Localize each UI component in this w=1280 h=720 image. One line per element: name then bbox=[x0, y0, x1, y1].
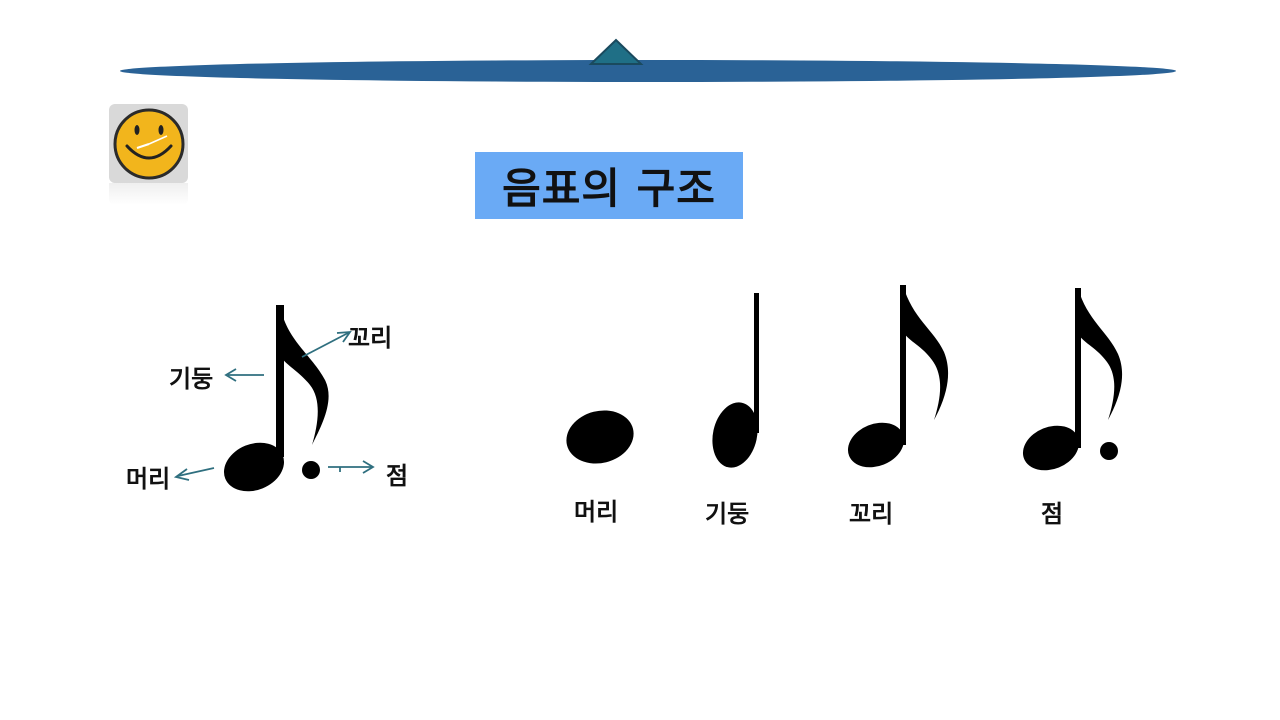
smiley-clock-icon bbox=[113, 108, 185, 180]
label-head: 머리 bbox=[126, 465, 171, 493]
label-stem: 기둥 bbox=[169, 365, 214, 393]
arrow-flag bbox=[301, 332, 349, 358]
anatomy-flag bbox=[280, 305, 329, 445]
progression-label-stem: 기둥 bbox=[705, 500, 750, 528]
progression-head-stem-flag bbox=[847, 285, 949, 468]
note-anatomy-diagram bbox=[173, 305, 375, 492]
progression-head-stem bbox=[712, 293, 759, 468]
anatomy-head bbox=[223, 442, 285, 492]
label-flag: 꼬리 bbox=[348, 324, 393, 352]
banner-triangle-icon bbox=[588, 38, 644, 65]
smiley-clock-tile bbox=[109, 104, 188, 183]
progression-label-dot: 점 bbox=[1041, 500, 1064, 528]
anatomy-dot bbox=[302, 461, 320, 479]
anatomy-stem bbox=[276, 305, 284, 457]
note-progression bbox=[566, 285, 1123, 471]
progression-head-only bbox=[566, 410, 634, 464]
progression-label-flag: 꼬리 bbox=[849, 500, 894, 528]
banner-decoration bbox=[120, 38, 1176, 82]
arrow-head bbox=[177, 467, 215, 477]
banner-bar bbox=[120, 60, 1176, 82]
title-box: 음표의 구조 bbox=[475, 152, 743, 219]
clock-reflection bbox=[109, 183, 188, 205]
progression-label-head: 머리 bbox=[574, 498, 619, 526]
label-dot: 점 bbox=[386, 462, 409, 490]
progression-dotted-note bbox=[1022, 288, 1123, 471]
page-title: 음표의 구조 bbox=[502, 164, 716, 213]
